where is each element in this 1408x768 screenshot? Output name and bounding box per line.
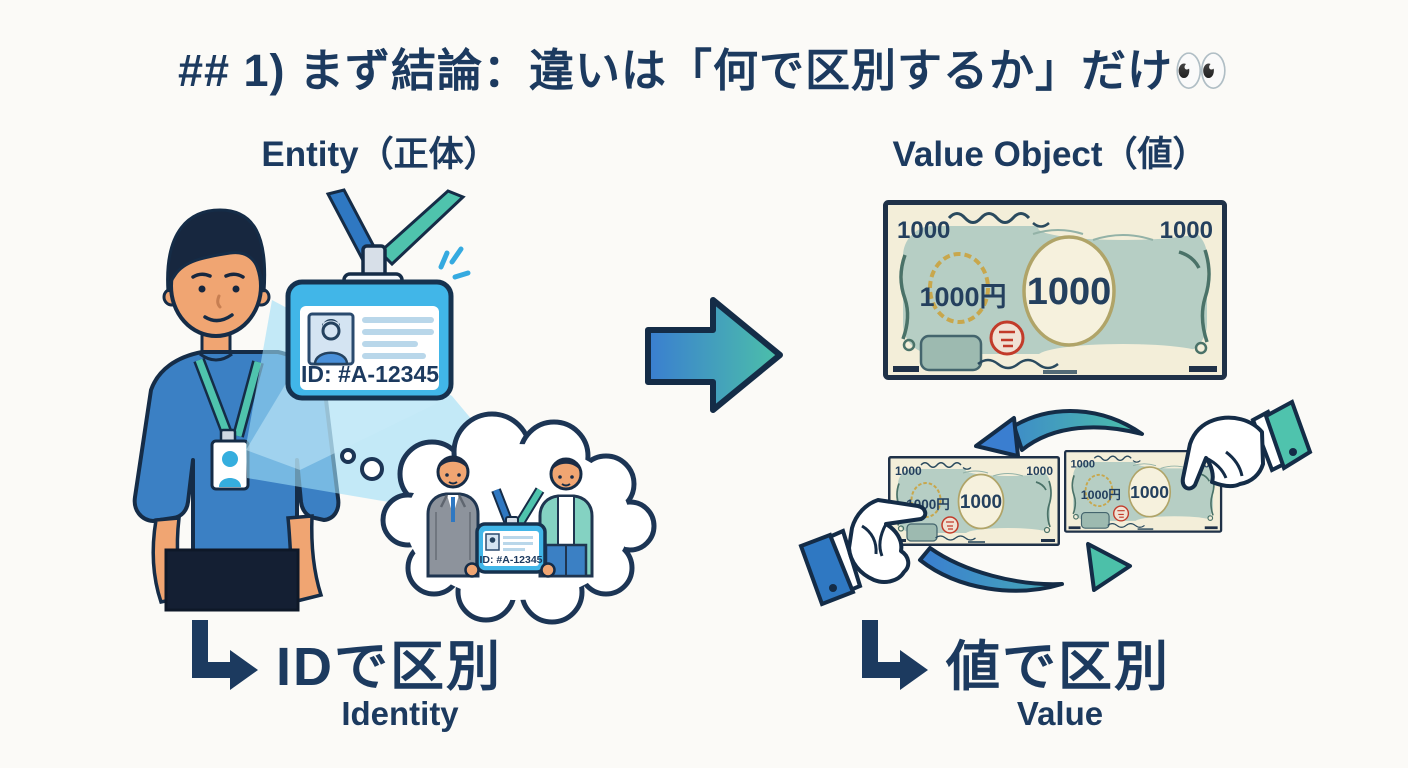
thought-id-badge: ID: #A-12345	[464, 487, 556, 578]
value-conclusion-arrow-icon	[862, 620, 928, 690]
person-hair	[166, 208, 267, 293]
exchange-arrow-bottom-icon	[918, 542, 1132, 593]
sparkle-icon	[438, 246, 471, 280]
person-illustration	[132, 208, 341, 612]
note-corner-value-left: 1000	[897, 217, 950, 244]
id-badge: ID: #A-12345	[285, 188, 471, 401]
thought-person-suit	[426, 455, 480, 578]
note-center-oval	[1022, 235, 1116, 347]
value-conclusion-sublabel: Value	[1016, 695, 1104, 732]
hand-left	[798, 498, 928, 607]
note-center-value: 1000	[1027, 271, 1112, 313]
thought-badge-id-text: ID: #A-12345	[479, 554, 542, 566]
entity-conclusion-sublabel: Identity	[341, 695, 459, 732]
entity-conclusion-label: IDで区別	[276, 637, 502, 697]
lanyard-strap-right	[377, 189, 466, 267]
note-yen-label: 1000円	[919, 282, 1006, 312]
note-top-ornament	[947, 212, 1031, 224]
value-conclusion-label: 値で区別	[946, 637, 1170, 697]
note-gold-wreath	[928, 252, 990, 324]
note-seal	[989, 320, 1025, 356]
person-pants	[164, 548, 300, 612]
badge-photo	[307, 312, 355, 366]
lanyard	[193, 357, 264, 444]
hand-right	[1180, 399, 1313, 491]
thought-person-casual	[538, 457, 594, 578]
note-right-ornament	[1178, 249, 1211, 343]
thought-bubble: ID: #A-12345	[340, 411, 657, 625]
banknote-large: 1000 1000 1000円 1000	[883, 200, 1227, 380]
note-left-ornament	[899, 254, 910, 340]
transform-arrow-icon	[645, 297, 783, 413]
entity-conclusion-arrow-icon	[192, 620, 258, 690]
chest-badge	[210, 439, 250, 491]
value-object-header: Value Object（値）	[892, 135, 1208, 174]
badge-text-lines	[362, 317, 434, 359]
entity-header: Entity（正体）	[261, 135, 499, 174]
banknote-small-1	[888, 456, 1060, 546]
note-corner-value-right: 1000	[1160, 217, 1213, 244]
exchange-arrow-top-icon	[974, 409, 1144, 458]
page-title: ## 1) まず結論：違いは「何で区別するか」だけ👀	[177, 45, 1231, 96]
note-watermark-box	[919, 334, 983, 372]
badge-id-text: ID: #A-12345	[301, 361, 439, 387]
